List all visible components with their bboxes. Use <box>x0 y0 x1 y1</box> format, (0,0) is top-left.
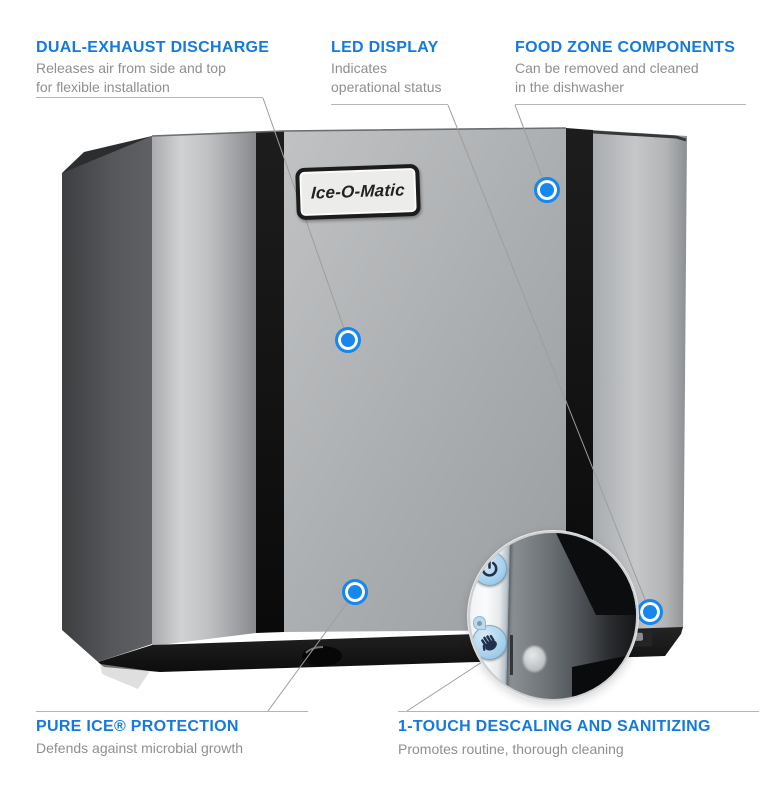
callout-desc-one-touch: Promotes routine, thorough cleaning <box>398 741 624 757</box>
machine-front-left-panel <box>152 132 256 646</box>
hotspot-dot-pure-ice <box>342 579 368 605</box>
magnifier-circle <box>468 531 638 701</box>
callout-desc-dual-exhaust: Releases air from side and top for flexi… <box>36 60 226 96</box>
machine-top-edge <box>151 127 567 137</box>
callout-title-one-touch: 1-TOUCH DESCALING AND SANITIZING <box>398 718 711 735</box>
callout-rule-one-touch <box>398 711 759 712</box>
brand-logo-badge: Ice-O-Matic <box>295 163 421 221</box>
brand-logo-text: Ice-O-Matic <box>310 180 406 203</box>
machine-right-top-cap <box>592 130 687 142</box>
callout-desc-pure-ice: Defends against microbial growth <box>36 740 243 756</box>
callout-desc-led-display: Indicates operational status <box>331 60 442 96</box>
callout-rule-dual-exhaust <box>36 97 263 98</box>
hand-clean-icon <box>480 634 497 651</box>
floor-shadow <box>100 664 150 689</box>
clean-sanitize-button <box>472 625 507 660</box>
callout-rule-led-display <box>331 104 448 105</box>
power-icon <box>481 559 498 577</box>
hotspot-dot-food-zone <box>534 177 560 203</box>
machine-front-center-panel <box>284 128 566 632</box>
leader-led-display <box>447 104 651 613</box>
button-tab-icon <box>473 616 486 630</box>
lens-panel-slot <box>510 635 513 675</box>
callout-rule-food-zone <box>515 104 746 105</box>
button-tab-icon <box>474 543 487 557</box>
power-button <box>472 551 507 586</box>
machine-foot-highlight <box>305 645 324 654</box>
leader-pure-ice <box>267 591 356 712</box>
callout-rule-pure-ice <box>36 711 308 712</box>
hotspot-dot-led-display <box>637 599 663 625</box>
callout-title-food-zone: FOOD ZONE COMPONENTS <box>515 39 736 56</box>
machine-divider-strip-left <box>256 131 284 633</box>
machine-front-right-panel <box>593 130 687 629</box>
leader-food-zone <box>514 104 548 191</box>
machine-left-side-panel <box>62 136 152 662</box>
hotspot-dot-dual-exhaust <box>335 327 361 353</box>
lens-fitting-cap <box>523 646 546 672</box>
machine-divider-strip-right <box>566 128 593 630</box>
callout-desc-food-zone: Can be removed and cleaned in the dishwa… <box>515 60 699 96</box>
callout-title-dual-exhaust: DUAL-EXHAUST DISCHARGE <box>36 39 270 56</box>
leader-one-touch <box>406 661 483 712</box>
callout-title-pure-ice: PURE ICE® PROTECTION <box>36 718 239 735</box>
callout-title-led-display: LED DISPLAY <box>331 39 439 56</box>
